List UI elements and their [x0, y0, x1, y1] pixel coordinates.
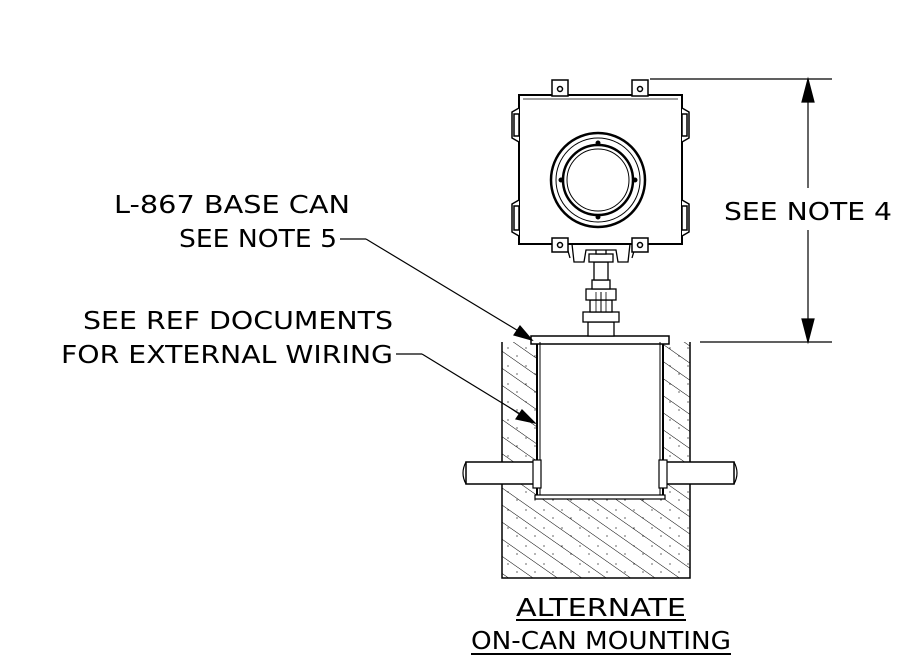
conduit-left [462, 461, 541, 485]
wiring-note: FOR EXTERNAL WIRING [61, 340, 393, 369]
leader-wiring [396, 353, 537, 425]
caption-line2: ON-CAN MOUNTING [471, 626, 731, 655]
height-note: SEE NOTE 4 [724, 197, 892, 226]
base-can [530, 335, 670, 500]
mounting-column [565, 243, 637, 337]
caption-line1: ALTERNATE [516, 593, 686, 622]
height-dimension [650, 76, 832, 345]
leader-base-can [340, 238, 534, 342]
viewing-window [549, 131, 647, 229]
wiring-label: SEE REF DOCUMENTS [83, 306, 393, 335]
base-can-note: SEE NOTE 5 [179, 224, 337, 253]
conduit-right [659, 461, 738, 485]
base-can-label: L-867 BASE CAN [114, 190, 350, 219]
concrete-section [501, 342, 691, 579]
